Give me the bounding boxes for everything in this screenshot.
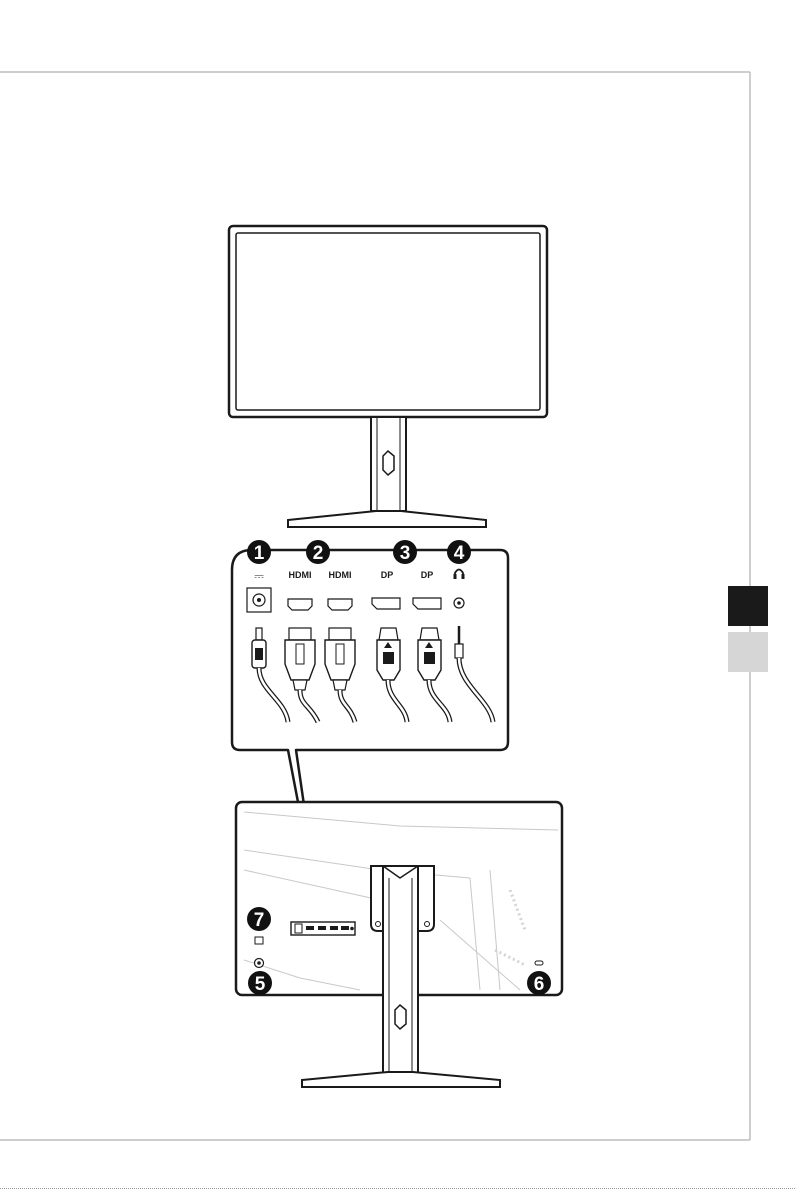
callout-5: 5 xyxy=(248,971,272,995)
svg-text:5: 5 xyxy=(255,974,266,995)
hdmi-label-1: HDMI xyxy=(289,570,312,580)
svg-text:7: 7 xyxy=(254,910,265,931)
dp-label-1: DP xyxy=(381,570,394,580)
callout-2: 2 xyxy=(306,540,330,564)
svg-text:6: 6 xyxy=(534,974,545,995)
callout-1: 1 xyxy=(247,540,271,564)
monitor-rear-view xyxy=(236,802,562,1087)
callout-7: 7 xyxy=(247,907,271,931)
monitor-front-view xyxy=(229,226,547,527)
dc-symbol-label: ⎓ xyxy=(254,569,264,583)
callout-4: 4 xyxy=(447,540,471,564)
svg-text:4: 4 xyxy=(454,543,465,564)
svg-text:2: 2 xyxy=(313,543,324,564)
dp-label-2: DP xyxy=(421,570,434,580)
callout-6: 6 xyxy=(527,971,551,995)
svg-text:3: 3 xyxy=(400,543,411,564)
hdmi-label-2: HDMI xyxy=(329,570,352,580)
callout-3: 3 xyxy=(393,540,417,564)
svg-text:1: 1 xyxy=(254,543,265,564)
